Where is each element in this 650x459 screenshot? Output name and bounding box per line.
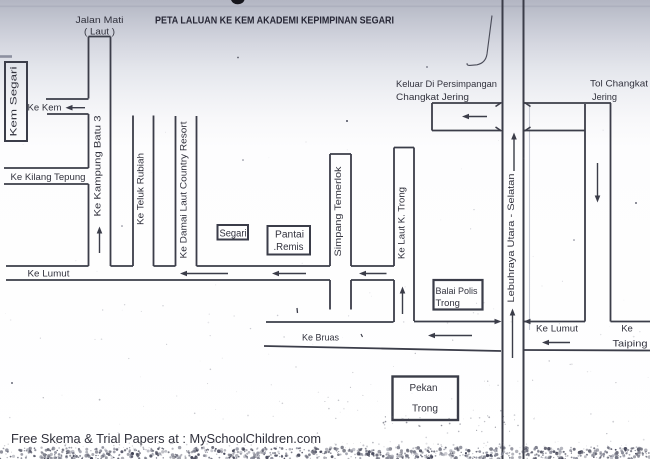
svg-text:Simpang Temerlok: Simpang Temerlok [333,166,343,256]
svg-text:Ke Teluk Rubiah: Ke Teluk Rubiah [136,153,146,225]
svg-text:Kem Segari: Kem Segari [9,67,19,137]
svg-text:Ke: Ke [621,324,633,335]
svg-text:Jalan Mati: Jalan Mati [76,15,124,25]
svg-text:Ke Lumut: Ke Lumut [536,324,578,335]
svg-text:Ke Laut K. Trong: Ke Laut K. Trong [397,187,407,259]
svg-text:Ke Lumut: Ke Lumut [28,269,70,280]
svg-text:Ke Kem: Ke Kem [28,103,62,114]
svg-text:Trong: Trong [436,298,460,309]
svg-text:Tol Changkat: Tol Changkat [590,79,648,90]
svg-text:Jering: Jering [592,92,617,103]
svg-text:Ke Bruas: Ke Bruas [302,333,339,344]
svg-text:Taiping: Taiping [613,339,648,350]
svg-text:Segari: Segari [220,229,247,240]
svg-text:PETA LALUAN KE KEM AKADEMI KEP: PETA LALUAN KE KEM AKADEMI KEPIMPINAN SE… [155,15,394,27]
svg-text:Balai Polis: Balai Polis [436,286,478,297]
svg-text:Ke Damai Laut Country Resort: Ke Damai Laut Country Resort [179,121,189,258]
svg-text:Changkat Jering: Changkat Jering [396,92,469,103]
svg-text:Ke Kampung Batu 3: Ke Kampung Batu 3 [93,116,103,217]
svg-text:Pantai: Pantai [275,230,304,241]
svg-text:Keluar Di Persimpangan: Keluar Di Persimpangan [396,79,497,90]
svg-text:.Remis: .Remis [274,242,304,253]
svg-text:Trong: Trong [412,403,438,415]
svg-text:Lebuhraya Utara - Selatan: Lebuhraya Utara - Selatan [506,174,516,303]
svg-text:( Laut ): ( Laut ) [84,27,115,37]
svg-text:Pekan: Pekan [410,382,438,394]
svg-text:Free Skema & Trial Papers at :: Free Skema & Trial Papers at : MySchoolC… [11,432,321,446]
svg-text:Ke Kilang Tepung: Ke Kilang Tepung [11,172,86,183]
